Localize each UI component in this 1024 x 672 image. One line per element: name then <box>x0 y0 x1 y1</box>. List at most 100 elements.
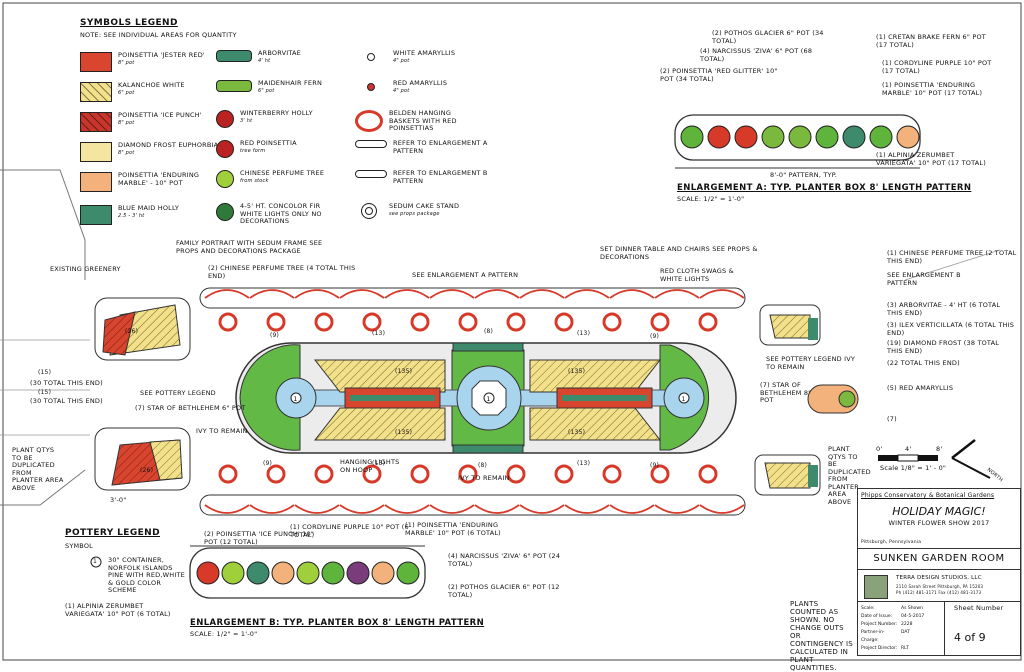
pottery-legend-title: POTTERY LEGEND <box>65 528 160 538</box>
enlargement-a-label: (1) POINSETTIA 'ENDURING MARBLE' 10" pot… <box>882 81 983 97</box>
enlargement-a-label: (4) NARCISSUS 'ZIVA' 6" pot (68 total) <box>700 47 813 63</box>
legend-item: BELDEN HANGING BASKETS WITH RED POINSETT… <box>355 109 484 133</box>
pottery-description: 30" CONTAINER, NORFOLK ISLANDS PINE WITH… <box>108 556 185 594</box>
legend-symbol <box>367 53 375 61</box>
label-plant-qty-left: PLANT QTYS TO BE DUPLICATED FROM PLANTER… <box>12 446 64 492</box>
legend-symbol <box>355 110 383 132</box>
meta-row: Project Director:RLT <box>861 645 941 653</box>
red-swag <box>294 504 340 514</box>
plant-symbol <box>815 125 839 149</box>
hanging-basket <box>602 464 622 484</box>
show-subtitle: WINTER FLOWER SHOW 2017 <box>888 519 990 527</box>
symbols-legend: SYMBOLS LEGEND NOTE: SEE INDIVIDUAL AREA… <box>80 19 480 235</box>
legend-item: POINSETTIA 'JESTER RED'8" pot <box>80 51 228 72</box>
legend-item: REFER TO ENLARGEMENT A PATTERN <box>355 139 488 155</box>
label-total-30a: (30 TOTAL THIS END) <box>30 379 103 387</box>
bed-yellow <box>313 407 446 441</box>
plant-count: (135) <box>395 429 413 436</box>
enlargement-b-scale: SCALE: 1/2" = 1'-0" <box>190 630 258 638</box>
legend-item-name: RED AMARYLLIS <box>393 79 448 87</box>
enlargement-b-label: (2) POINSETTIA 'ICE PUNCH' 10" pot (12 t… <box>204 530 315 546</box>
hanging-basket <box>362 464 382 484</box>
legend-item-name: BELDEN HANGING BASKETS WITH RED POINSETT… <box>389 109 457 132</box>
red-swag <box>429 504 475 514</box>
legend-item-size: 4' ht <box>258 57 271 64</box>
show-title: HOLIDAY MAGIC! <box>892 505 986 518</box>
svg-text:1: 1 <box>682 396 686 403</box>
room-wall <box>0 469 86 506</box>
divider <box>858 601 1020 602</box>
plant-count: (8) <box>478 462 488 469</box>
hanging-basket <box>698 464 718 484</box>
plant-symbol <box>842 125 866 149</box>
red-swag <box>564 289 610 299</box>
red-swag <box>429 289 475 299</box>
hanging-basket <box>218 464 238 484</box>
meta-label: Scale: <box>861 606 875 611</box>
label-red-amaryllis: (5) RED AMARYLLIS <box>887 384 954 392</box>
legend-symbol <box>361 203 377 219</box>
label-red-cloth: RED CLOTH SWAGS & WHITE LIGHTS <box>660 267 734 283</box>
sheet-number: 4 of 9 <box>954 631 986 644</box>
hanging-basket <box>698 312 718 332</box>
legend-swatch <box>80 112 112 132</box>
legend-item-size: see props package <box>389 210 440 217</box>
room-wall <box>0 169 86 280</box>
plant-count: (13) <box>372 460 386 467</box>
legend-item-name: KALANCHOE WHITE <box>118 81 185 89</box>
enlargement-a-pattern: 8'-0" PATTERN, TYP. <box>770 171 838 179</box>
plant-symbol <box>869 125 893 149</box>
label-see-pottery-left: SEE POTTERY LEGEND <box>140 389 216 397</box>
enlargement-a-title: ENLARGEMENT A: TYP. PLANTER BOX 8' LENGT… <box>677 183 972 193</box>
hanging-basket <box>650 312 670 332</box>
label-existing-greenery: EXISTING GREENERY <box>50 265 121 273</box>
label-arborvitae: (3) ARBORVITAE - 4' ht (6 TOTAL THIS END… <box>887 301 1001 317</box>
plant-symbol <box>246 561 270 585</box>
hanging-basket <box>410 464 430 484</box>
divider <box>858 569 1020 570</box>
red-swag <box>339 504 385 514</box>
legend-item: 4-5' HT. CONCOLOR FIR WHITE LIGHTS ONLY … <box>216 202 340 226</box>
legend-symbol <box>216 170 234 188</box>
title-block: Phipps Conservatory & Botanical Gardens … <box>857 488 1021 656</box>
red-swag <box>609 289 655 299</box>
label-ilex: (3) ILEX VERTICILLATA (6 TOTAL THIS END) <box>887 321 1015 337</box>
hanging-basket <box>314 312 334 332</box>
legend-swatch <box>80 172 112 192</box>
label-see-enlargement-b: SEE ENLARGEMENT B PATTERN <box>887 271 961 287</box>
plant-count: (8) <box>484 328 494 335</box>
legend-symbol <box>216 203 234 221</box>
hanging-basket <box>362 312 382 332</box>
red-swag <box>654 289 700 299</box>
plant-symbol <box>371 561 395 585</box>
legend-swatch <box>80 52 112 72</box>
meta-row: Project Number:2228 <box>861 621 941 629</box>
scale-0: 0' <box>876 445 883 453</box>
plant-count: (9) <box>650 462 660 469</box>
plant-symbol <box>321 561 345 585</box>
legend-symbol <box>216 140 234 158</box>
scale-8: 8' <box>936 445 943 453</box>
legend-symbol <box>355 170 387 178</box>
center-planter <box>452 444 524 454</box>
hanging-basket <box>602 312 622 332</box>
legend-item-size: 2.5 - 3' ht <box>118 212 145 219</box>
red-swag <box>699 504 745 514</box>
meta-value: 2228 <box>901 622 913 627</box>
svg-text:1: 1 <box>294 396 298 403</box>
hanging-basket <box>554 312 574 332</box>
legend-item-name: CHINESE PERFUME TREE <box>240 169 325 177</box>
meta-value: As Shown <box>901 606 923 611</box>
label-total-22: (22 TOTAL THIS END) <box>887 359 960 367</box>
red-swag <box>384 504 430 514</box>
enlargement-b-label: (1) POINSETTIA 'ENDURING MARBLE' 10" pot… <box>405 521 501 537</box>
legend-item: POINSETTIA 'ENDURING MARBLE' - 10" pot <box>80 171 228 192</box>
